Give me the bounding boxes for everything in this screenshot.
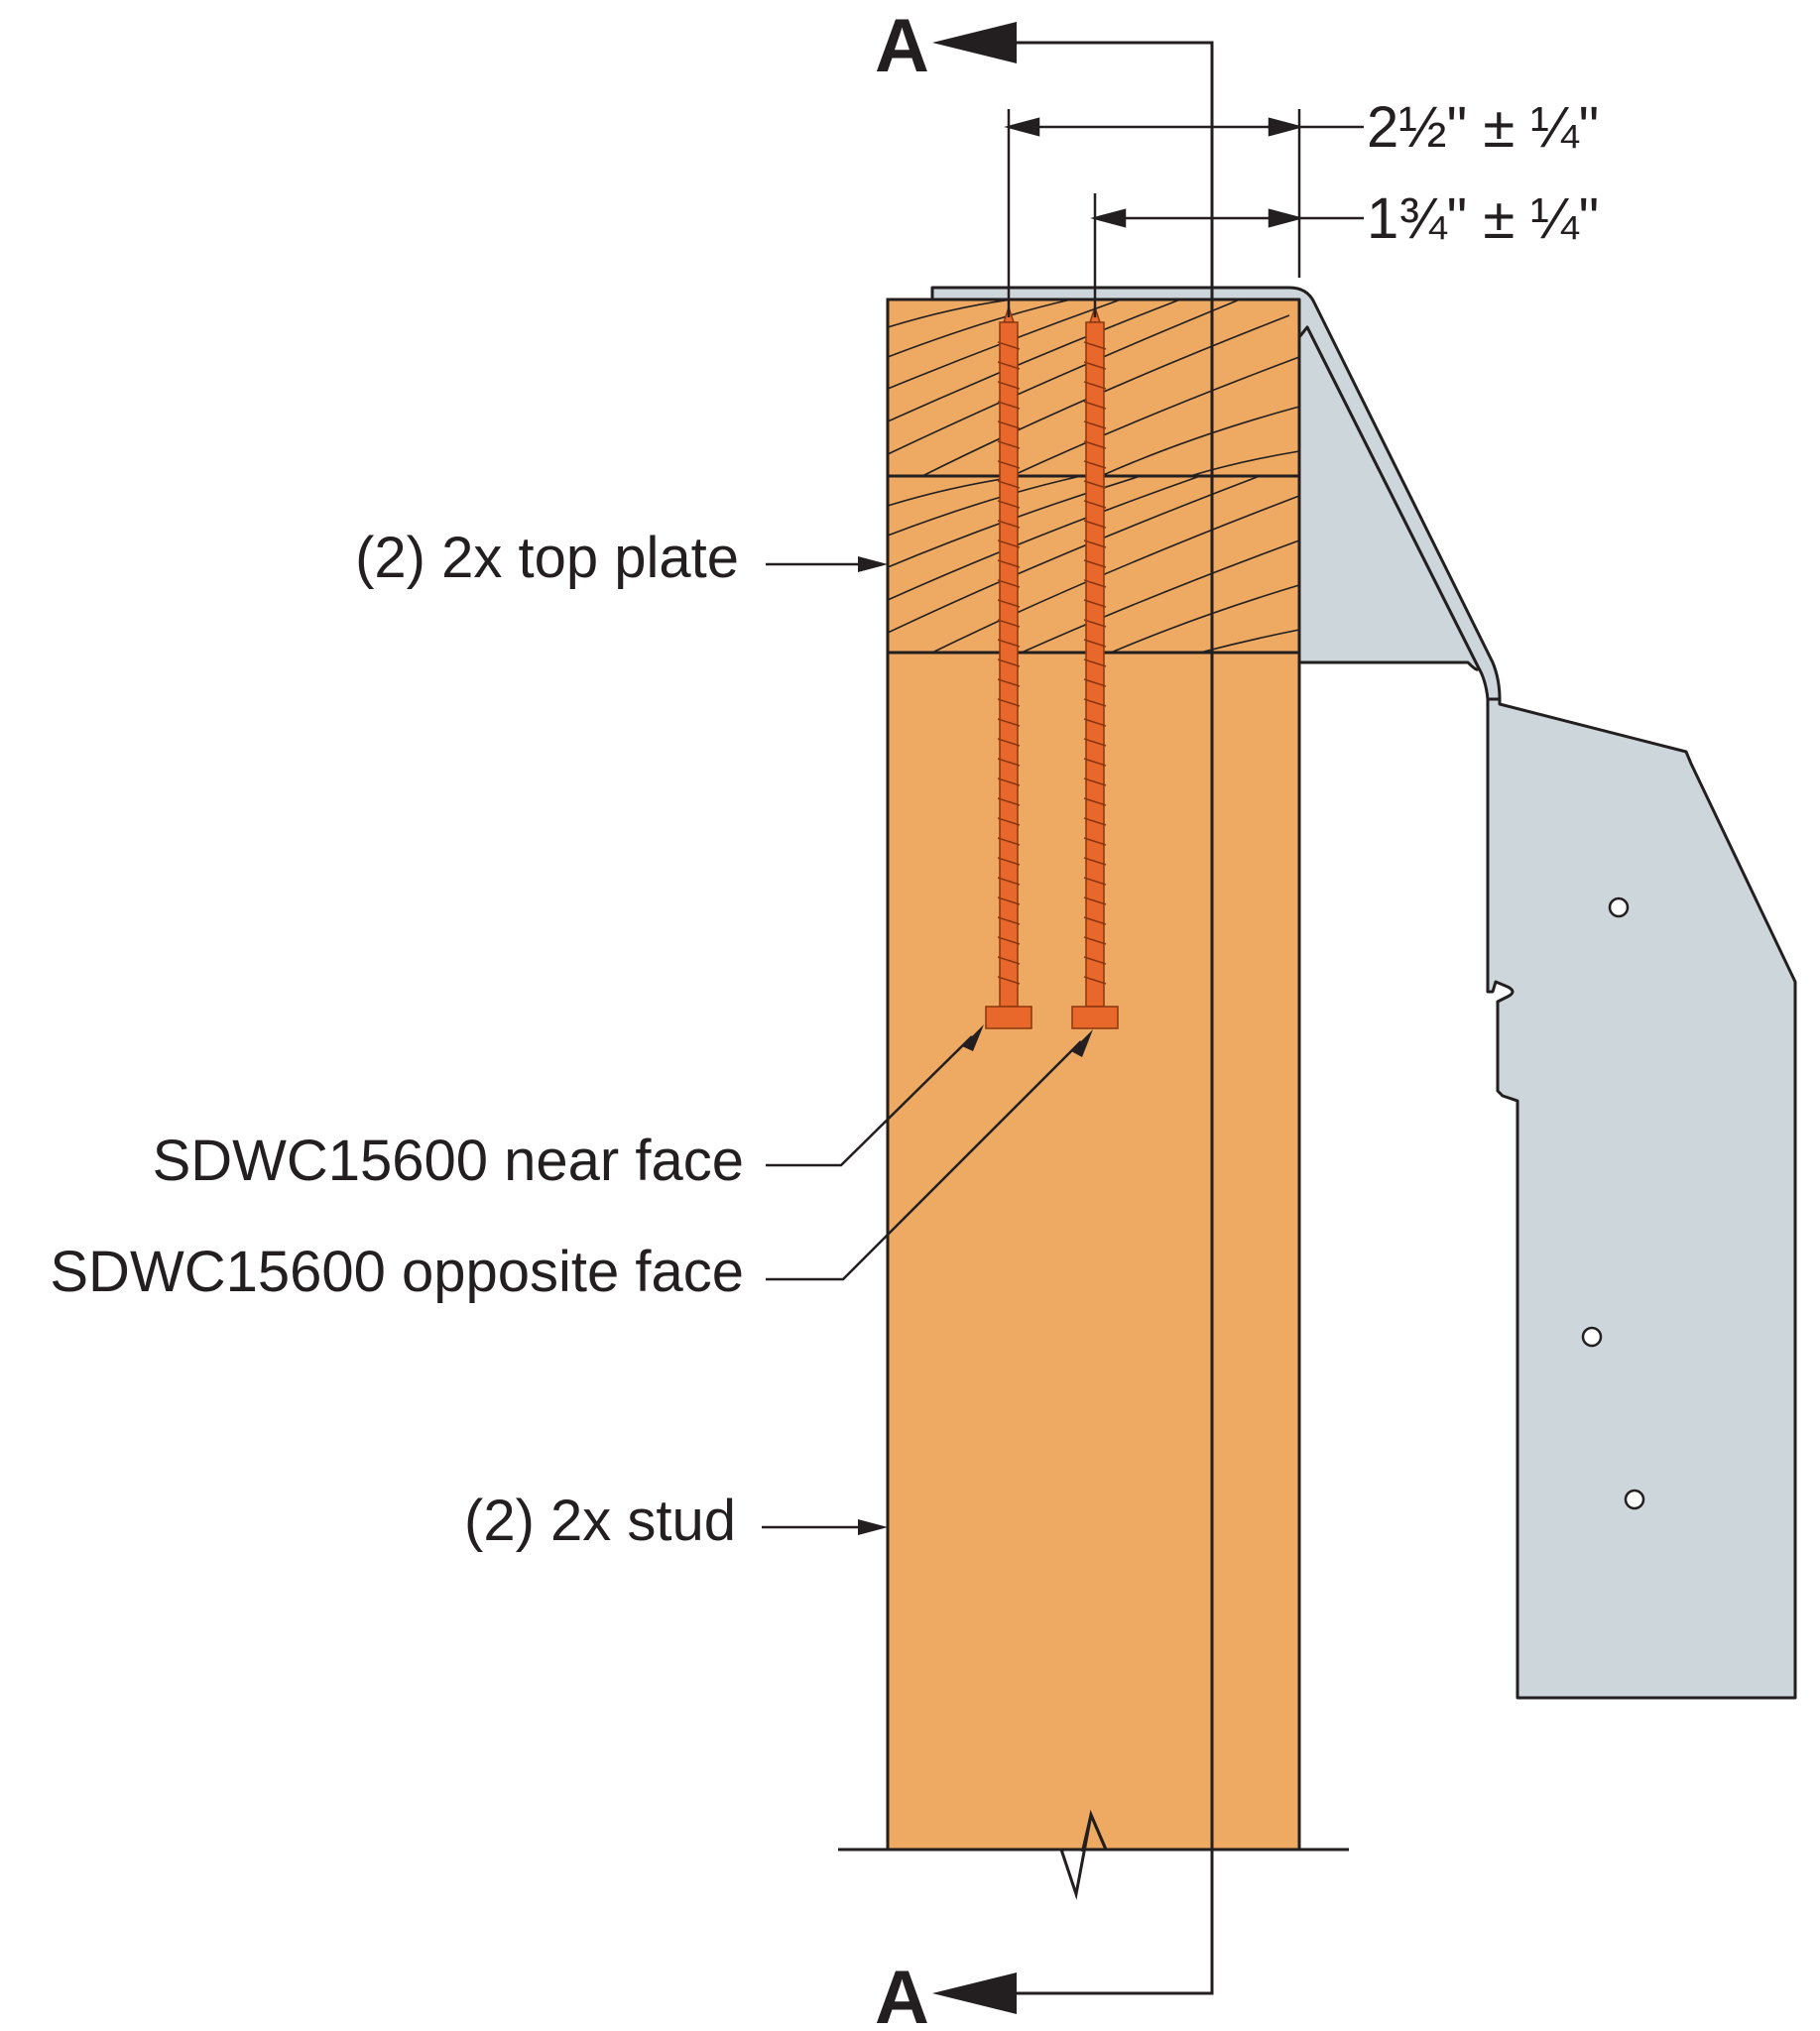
callout-screw-opposite: SDWC15600 opposite face [50, 1240, 744, 1304]
connector-flange [1486, 697, 1797, 1700]
screw-head [1071, 1006, 1119, 1029]
screw-thread [1083, 341, 1107, 985]
leader-arrow-icon [858, 1519, 888, 1535]
dimension-lines [1004, 109, 1364, 317]
screw-thread [997, 341, 1021, 985]
break-zigzag [1059, 1809, 1108, 1900]
section-cut-line [1010, 41, 1214, 1995]
screw-opposite-face [1071, 304, 1119, 1029]
nail-hole-icon [1581, 1326, 1603, 1348]
break-mask [886, 1852, 1302, 1911]
leader-arrow-icon [858, 556, 888, 572]
connector-web [1297, 325, 1480, 671]
callout-top-plate: (2) 2x top plate [355, 526, 739, 590]
callout-stud: (2) 2x stud [464, 1489, 736, 1553]
section-mark-top: A [875, 4, 929, 88]
nail-hole-icon [1608, 896, 1630, 918]
screw-near-face [985, 304, 1032, 1029]
leader-arrow-icon [962, 1024, 984, 1051]
dim-arrow-icon [1268, 117, 1304, 137]
section-arrow-bottom-icon [932, 1972, 1017, 2014]
screw-head [985, 1006, 1032, 1029]
dim-arrow-icon [1004, 117, 1040, 137]
callout-arrowheads [858, 556, 1093, 1535]
callout-screw-near: SDWC15600 near face [153, 1129, 744, 1193]
dimension-inner-label: 1¾" ± ¼" [1367, 186, 1599, 251]
dim-arrow-icon [1268, 208, 1304, 228]
section-arrow-top-icon [932, 22, 1017, 63]
connector-holes [1581, 896, 1645, 1510]
section-mark-bottom: A [875, 1956, 929, 2031]
section-arrows [932, 22, 1017, 2014]
nail-hole-icon [1624, 1489, 1645, 1510]
callout-leaders [762, 562, 1082, 1529]
leader-arrow-icon [1071, 1029, 1093, 1057]
dim-arrow-icon [1090, 208, 1127, 228]
metal-connector [930, 286, 1797, 1700]
dimension-outer-label: 2½" ± ¼" [1367, 95, 1599, 160]
wood-grain [887, 299, 1300, 654]
